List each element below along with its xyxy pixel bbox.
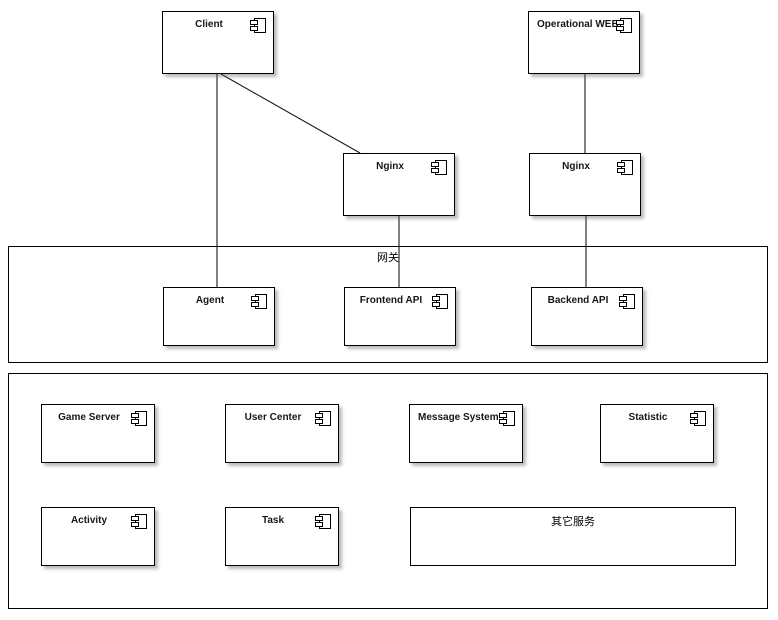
component-label-activity: Activity — [70, 515, 108, 526]
connector-client-to-nginx-front — [220, 73, 361, 154]
uml-component-icon — [251, 294, 267, 309]
uml-component-icon — [315, 514, 331, 529]
component-frontend-api[interactable]: Frontend API — [344, 287, 456, 346]
component-statistic[interactable]: Statistic — [600, 404, 714, 463]
component-label-user-center: User Center — [244, 412, 302, 423]
uml-component-icon — [431, 160, 447, 175]
group-services-group — [8, 373, 768, 609]
box-other-services: 其它服务 — [410, 507, 736, 566]
component-agent[interactable]: Agent — [163, 287, 275, 346]
component-task[interactable]: Task — [225, 507, 339, 566]
component-label-message-system: Message System — [418, 412, 499, 423]
component-client[interactable]: Client — [162, 11, 274, 74]
component-label-operational-web: Operational WEB — [537, 19, 619, 30]
component-backend-api[interactable]: Backend API — [531, 287, 643, 346]
uml-component-icon — [616, 18, 632, 33]
component-label-nginx-back: Nginx — [562, 161, 590, 172]
box-label-other-services: 其它服务 — [551, 516, 595, 528]
uml-component-icon — [250, 18, 266, 33]
component-game-server[interactable]: Game Server — [41, 404, 155, 463]
uml-component-icon — [617, 160, 633, 175]
uml-component-icon — [432, 294, 448, 309]
uml-component-icon — [131, 411, 147, 426]
component-activity[interactable]: Activity — [41, 507, 155, 566]
component-message-system[interactable]: Message System — [409, 404, 523, 463]
component-label-nginx-front: Nginx — [376, 161, 404, 172]
uml-component-icon — [499, 411, 515, 426]
component-operational-web[interactable]: Operational WEB — [528, 11, 640, 74]
component-label-statistic: Statistic — [628, 412, 668, 423]
component-label-game-server: Game Server — [58, 412, 120, 423]
component-label-frontend-api: Frontend API — [359, 295, 423, 306]
component-label-backend-api: Backend API — [547, 295, 609, 306]
component-label-agent: Agent — [195, 295, 225, 306]
component-nginx-front[interactable]: Nginx — [343, 153, 455, 216]
uml-component-icon — [690, 411, 706, 426]
component-label-client: Client — [195, 19, 223, 30]
uml-component-icon — [315, 411, 331, 426]
uml-component-icon — [619, 294, 635, 309]
group-gateway-group: 网关 — [8, 246, 768, 363]
group-label-gateway-group: 网关 — [377, 252, 399, 264]
component-nginx-back[interactable]: Nginx — [529, 153, 641, 216]
component-user-center[interactable]: User Center — [225, 404, 339, 463]
component-label-task: Task — [261, 515, 285, 526]
uml-component-icon — [131, 514, 147, 529]
